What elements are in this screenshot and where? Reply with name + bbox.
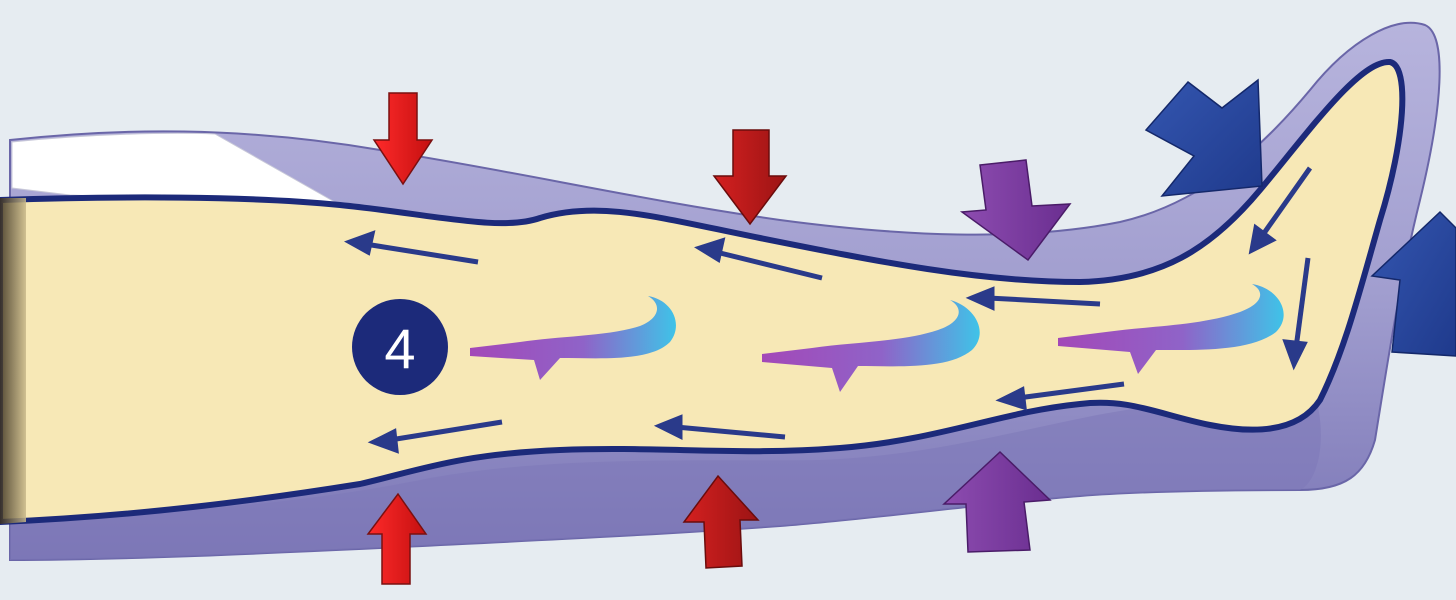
limb-edge-shadow [0,198,26,524]
step-badge: 4 [352,299,448,395]
step-number: 4 [384,317,415,380]
